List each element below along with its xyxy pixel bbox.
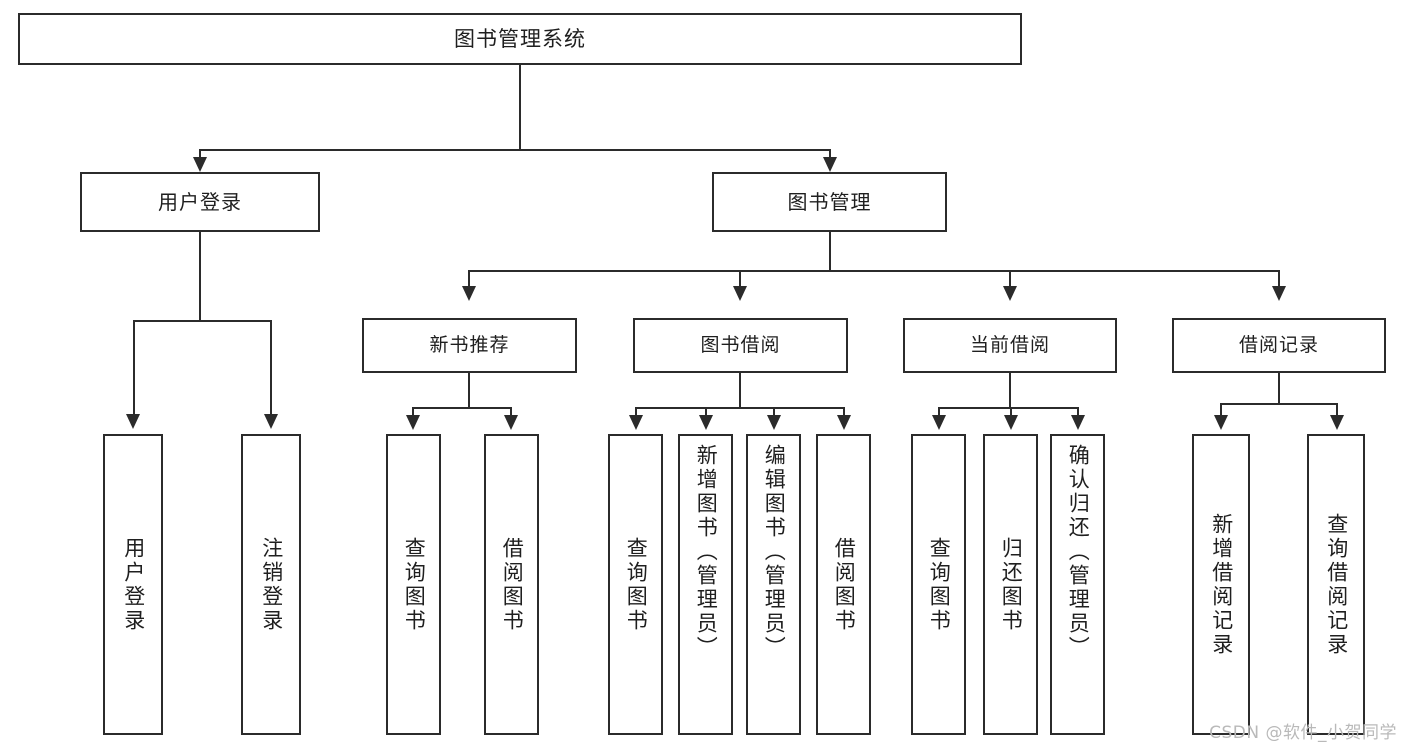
connector-nbr-drop-1 — [412, 407, 414, 417]
connector-new-book-rec-stem — [468, 373, 470, 409]
node-leaf-borrow-book-1-label: 借阅图书 — [500, 536, 525, 633]
node-leaf-query-book-2[interactable]: 查询图书 — [608, 434, 663, 735]
arrow-to-borrow-record — [1272, 286, 1286, 301]
connector-user-login-bus — [133, 320, 271, 322]
connector-to-current-borrow — [1009, 270, 1011, 288]
node-leaf-query-book-1[interactable]: 查询图书 — [386, 434, 441, 735]
arrow-leaf-user-login — [126, 414, 140, 429]
connector-cb-drop-1 — [938, 407, 940, 417]
connector-bb-drop-2 — [705, 407, 707, 417]
node-leaf-add-book[interactable]: 新增图书（管理员） — [678, 434, 733, 735]
node-book-manage[interactable]: 图书管理 — [712, 172, 947, 232]
arrow-to-current-borrow — [1003, 286, 1017, 301]
node-leaf-user-login[interactable]: 用户登录 — [103, 434, 163, 735]
node-leaf-query-book-3[interactable]: 查询图书 — [911, 434, 966, 735]
connector-nbr-drop-2 — [510, 407, 512, 417]
connector-current-borrow-stem — [1009, 373, 1011, 409]
node-leaf-user-login-label: 用户登录 — [121, 536, 146, 633]
node-leaf-add-record[interactable]: 新增借阅记录 — [1192, 434, 1250, 735]
connector-br-drop-2 — [1336, 403, 1338, 417]
node-borrow-record[interactable]: 借阅记录 — [1172, 318, 1386, 373]
node-leaf-user-logout-label: 注销登录 — [259, 536, 284, 633]
node-leaf-return-book-label: 归还图书 — [999, 536, 1024, 633]
node-root-label: 图书管理系统 — [454, 26, 586, 51]
connector-to-borrow-record — [1278, 270, 1280, 288]
node-leaf-borrow-book-1[interactable]: 借阅图书 — [484, 434, 539, 735]
connector-to-book-manage — [829, 149, 831, 159]
arrow-leaf-query-record — [1330, 415, 1344, 430]
node-leaf-add-record-label: 新增借阅记录 — [1209, 512, 1234, 657]
connector-borrow-record-stem — [1278, 373, 1280, 405]
node-leaf-query-record-label: 查询借阅记录 — [1324, 512, 1349, 657]
arrow-to-book-manage — [823, 157, 837, 172]
connector-book-borrow-stem — [739, 373, 741, 409]
connector-current-borrow-bus — [938, 407, 1078, 409]
connector-user-login-drop-2 — [270, 320, 272, 416]
node-leaf-query-record[interactable]: 查询借阅记录 — [1307, 434, 1365, 735]
connector-cb-drop-2 — [1010, 407, 1012, 417]
arrow-leaf-add-record — [1214, 415, 1228, 430]
connector-cb-drop-3 — [1077, 407, 1079, 417]
connector-bb-drop-1 — [635, 407, 637, 417]
node-leaf-borrow-book-2[interactable]: 借阅图书 — [816, 434, 871, 735]
connector-new-book-rec-bus — [412, 407, 511, 409]
node-new-book-rec[interactable]: 新书推荐 — [362, 318, 577, 373]
node-borrow-record-label: 借阅记录 — [1238, 333, 1319, 356]
node-book-borrow-label: 图书借阅 — [700, 333, 781, 356]
arrow-leaf-return-book — [1004, 415, 1018, 430]
connector-user-login-stem — [199, 232, 201, 322]
node-leaf-query-book-2-label: 查询图书 — [624, 536, 649, 633]
arrow-leaf-edit-book — [767, 415, 781, 430]
node-leaf-confirm-return[interactable]: 确认归还（管理员） — [1050, 434, 1105, 735]
connector-to-user-login — [199, 149, 201, 159]
node-book-borrow[interactable]: 图书借阅 — [633, 318, 848, 373]
connector-book-borrow-bus — [635, 407, 844, 409]
arrow-leaf-query-book-3 — [932, 415, 946, 430]
connector-book-manage-stem — [829, 232, 831, 272]
node-leaf-query-book-1-label: 查询图书 — [402, 536, 427, 633]
connector-br-drop-1 — [1220, 403, 1222, 417]
arrow-leaf-confirm-return — [1071, 415, 1085, 430]
arrow-to-book-borrow — [733, 286, 747, 301]
node-current-borrow-label: 当前借阅 — [969, 333, 1050, 356]
connector-root-stem — [519, 65, 521, 150]
arrow-leaf-borrow-book-1 — [504, 415, 518, 430]
arrow-to-new-book-rec — [462, 286, 476, 301]
arrow-leaf-query-book-1 — [406, 415, 420, 430]
node-user-login[interactable]: 用户登录 — [80, 172, 320, 232]
node-leaf-confirm-return-label: 确认归还（管理员） — [1066, 444, 1091, 660]
node-leaf-edit-book-label: 编辑图书（管理员） — [762, 444, 787, 660]
node-current-borrow[interactable]: 当前借阅 — [903, 318, 1117, 373]
arrow-to-user-login — [193, 157, 207, 172]
arrow-leaf-query-book-2 — [629, 415, 643, 430]
node-leaf-add-book-label: 新增图书（管理员） — [694, 444, 719, 660]
node-leaf-user-logout[interactable]: 注销登录 — [241, 434, 301, 735]
node-new-book-rec-label: 新书推荐 — [429, 333, 510, 356]
connector-user-login-drop-1 — [133, 320, 135, 416]
node-leaf-borrow-book-2-label: 借阅图书 — [832, 536, 857, 633]
connector-borrow-record-bus — [1220, 403, 1337, 405]
arrow-leaf-borrow-book-2 — [837, 415, 851, 430]
node-root[interactable]: 图书管理系统 — [18, 13, 1022, 65]
arrow-leaf-user-logout — [264, 414, 278, 429]
connector-bb-drop-3 — [773, 407, 775, 417]
node-leaf-edit-book[interactable]: 编辑图书（管理员） — [746, 434, 801, 735]
node-leaf-return-book[interactable]: 归还图书 — [983, 434, 1038, 735]
connector-to-book-borrow — [739, 270, 741, 288]
connector-to-new-book-rec — [468, 270, 470, 288]
arrow-leaf-add-book — [699, 415, 713, 430]
node-user-login-label: 用户登录 — [158, 189, 242, 214]
node-leaf-query-book-3-label: 查询图书 — [927, 536, 952, 633]
connector-bb-drop-4 — [843, 407, 845, 417]
node-book-manage-label: 图书管理 — [787, 189, 872, 214]
connector-level3-bus — [468, 270, 1280, 272]
connector-level2-bus — [199, 149, 831, 151]
